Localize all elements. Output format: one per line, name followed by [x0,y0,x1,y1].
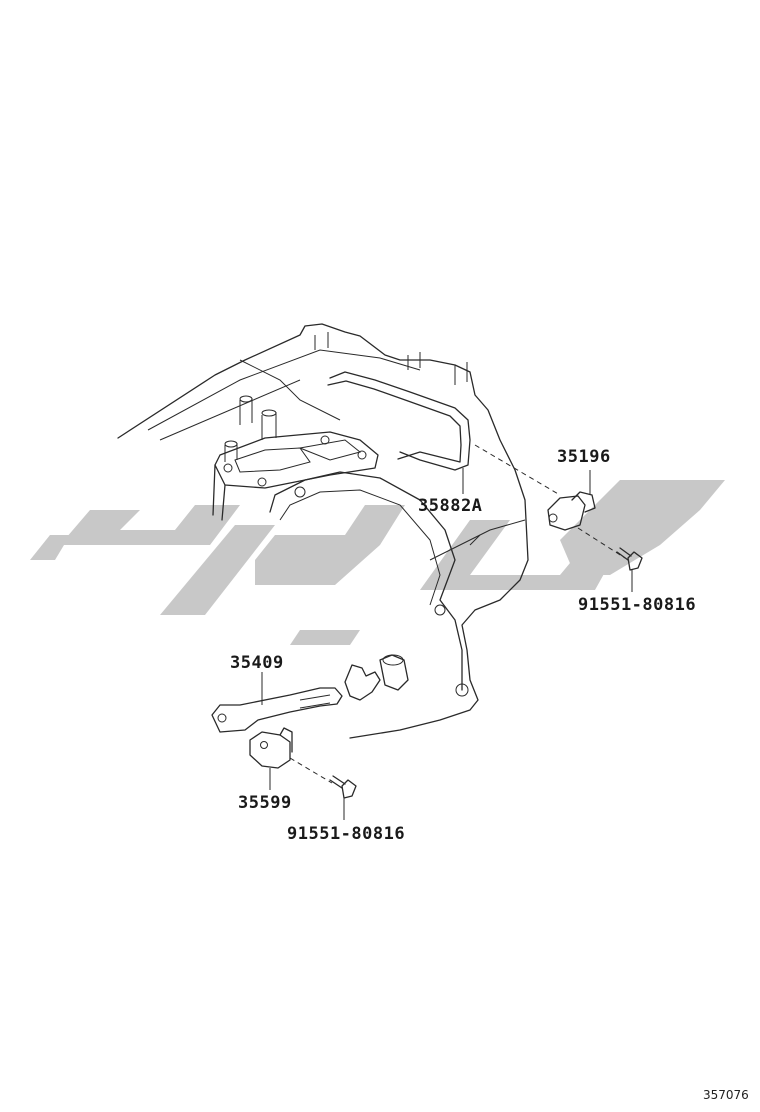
bracket-35599 [249,727,333,790]
label-part-35196[interactable]: 35196 [557,447,611,467]
bolt-left [329,775,357,820]
label-part-35409[interactable]: 35409 [230,653,284,673]
diagram-id: 357076 [703,1088,749,1102]
breather-hose [327,371,471,494]
label-part-91551-80816-left[interactable]: 91551-80816 [287,824,406,844]
label-part-91551-80816-right[interactable]: 91551-80816 [578,595,697,615]
transmission-housing [117,323,529,739]
label-part-35882a[interactable]: 35882A [418,496,483,516]
label-part-35599[interactable]: 35599 [238,793,292,813]
bolt-right [616,547,643,592]
sensor-35196 [474,444,626,559]
shift-lever-35409 [211,654,409,733]
